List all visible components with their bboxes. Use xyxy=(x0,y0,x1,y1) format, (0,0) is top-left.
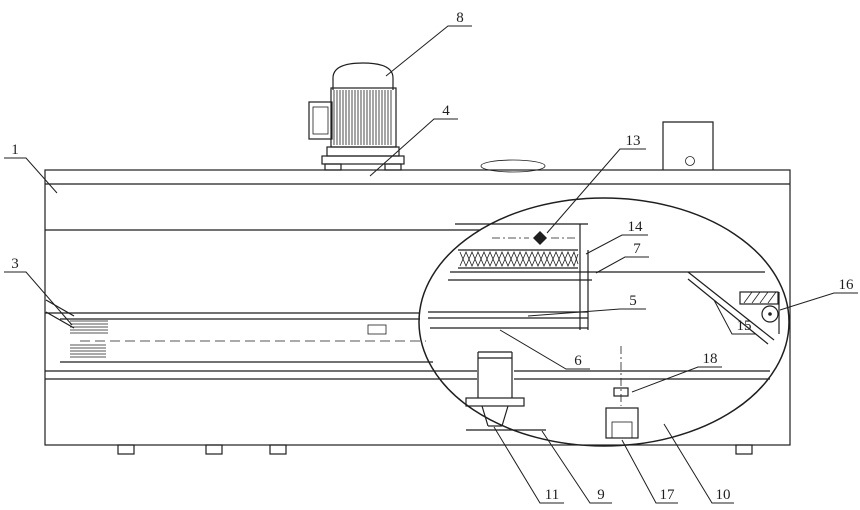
top-right-box xyxy=(662,121,714,170)
top-opening xyxy=(480,159,546,173)
part-label-9: 9 xyxy=(597,487,605,503)
foot xyxy=(205,444,223,455)
foot xyxy=(269,444,287,455)
motor-junction-box-inner xyxy=(312,106,329,135)
leader-16 xyxy=(779,292,858,311)
part-label-8: 8 xyxy=(456,10,464,26)
leader-1 xyxy=(4,157,58,194)
body-outline xyxy=(44,169,791,446)
conveyor-left xyxy=(45,299,433,363)
part-label-10: 10 xyxy=(716,487,731,503)
discharge-funnel xyxy=(465,351,546,431)
part-label-11: 11 xyxy=(545,487,559,503)
part-label-16: 16 xyxy=(839,277,855,293)
left-chute-line xyxy=(45,299,75,317)
left-chute-line-2 xyxy=(45,311,75,329)
leader-15 xyxy=(713,299,756,335)
part-label-7: 7 xyxy=(633,241,641,257)
part-label-5: 5 xyxy=(629,293,637,309)
leader-3 xyxy=(4,271,73,326)
roller-axle xyxy=(768,312,772,316)
motor xyxy=(308,62,405,171)
leader-8 xyxy=(385,25,472,77)
drain-box xyxy=(605,407,639,439)
top-right-box-knob xyxy=(685,156,695,166)
taper-right xyxy=(501,405,509,427)
leader-10 xyxy=(663,423,734,504)
machine-body xyxy=(44,121,791,455)
part-label-18: 18 xyxy=(703,351,718,367)
motor-body xyxy=(330,87,397,148)
drain-box-inner xyxy=(611,421,633,439)
motor-foot xyxy=(324,163,342,171)
roller-bracket xyxy=(739,291,779,305)
leader-lines xyxy=(4,25,858,504)
motor-fins xyxy=(333,90,392,145)
sensor-diamond xyxy=(533,231,547,245)
leader-18 xyxy=(631,366,722,393)
mesh-zigzag xyxy=(459,250,579,268)
motor-base xyxy=(321,155,405,165)
part-label-13: 13 xyxy=(626,133,641,149)
leader-7 xyxy=(595,256,649,274)
foot xyxy=(117,444,135,455)
leader-5 xyxy=(527,308,646,317)
taper-left xyxy=(481,405,489,427)
motor-foot xyxy=(384,163,402,171)
part-label-1: 1 xyxy=(11,142,19,158)
roller-wheel xyxy=(761,305,779,323)
spout-flange xyxy=(465,397,525,407)
brush-hatch xyxy=(70,320,108,358)
part-labels: 1 3 8 4 13 14 7 5 6 16 15 18 11 9 17 10 xyxy=(11,10,854,503)
leader-13 xyxy=(546,148,646,234)
leader-4 xyxy=(369,118,458,177)
foot xyxy=(735,444,753,455)
deflector-incline-2 xyxy=(687,278,769,345)
leader-17 xyxy=(621,439,678,504)
motor-dome xyxy=(332,62,394,90)
part-label-3: 3 xyxy=(11,256,19,272)
leader-14 xyxy=(585,234,648,255)
deflector-incline xyxy=(687,271,775,341)
belt-block xyxy=(367,324,387,335)
part-label-17: 17 xyxy=(660,487,676,503)
detail-internals xyxy=(428,223,780,345)
floor xyxy=(45,370,770,380)
part-label-6: 6 xyxy=(574,353,582,369)
mesh-zigzag-reverse xyxy=(459,250,579,268)
leader-6 xyxy=(499,329,590,370)
motor-collar xyxy=(326,146,400,157)
detail-circle xyxy=(418,197,790,447)
roller-bracket-hatch xyxy=(743,291,777,304)
leader-9 xyxy=(541,430,612,504)
valve-assembly xyxy=(605,346,639,439)
valve-fitting xyxy=(613,387,629,397)
part-label-14: 14 xyxy=(628,219,644,235)
leader-11 xyxy=(493,426,564,504)
motor-junction-box xyxy=(308,101,333,140)
part-label-15: 15 xyxy=(737,318,752,334)
part-label-4: 4 xyxy=(442,103,450,119)
